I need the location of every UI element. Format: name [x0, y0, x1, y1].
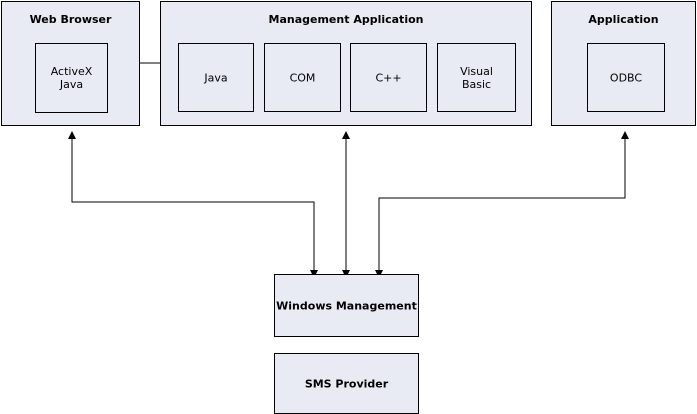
sms-provider-box: SMS Provider: [274, 353, 419, 414]
java-box: Java: [178, 43, 254, 112]
management-application-box: Management Application Java COM C++ Visu…: [160, 1, 532, 126]
activex-java-label: ActiveX Java: [50, 65, 93, 91]
odbc-label: ODBC: [609, 71, 643, 84]
com-box: COM: [264, 43, 341, 112]
visual-basic-label: Visual Basic: [460, 64, 493, 91]
application-windows-connector: [375, 131, 629, 278]
browser-windows-connector: [68, 131, 318, 278]
java-label: Java: [204, 71, 228, 84]
visual-basic-box: Visual Basic: [437, 43, 516, 112]
cpp-label: C++: [375, 71, 402, 84]
application-box: Application ODBC: [551, 1, 696, 126]
activex-java-box: ActiveX Java: [35, 43, 108, 113]
com-label: COM: [289, 71, 316, 84]
cpp-box: C++: [350, 43, 427, 112]
sms-provider-label: SMS Provider: [304, 377, 389, 390]
management-application-title: Management Application: [268, 13, 424, 26]
windows-management-label: Windows Management: [276, 299, 417, 312]
odbc-box: ODBC: [587, 43, 665, 112]
web-browser-title: Web Browser: [29, 13, 112, 26]
web-browser-box: Web Browser ActiveX Java: [1, 1, 140, 126]
application-title: Application: [588, 13, 659, 26]
windows-management-box: Windows Management: [274, 274, 419, 337]
